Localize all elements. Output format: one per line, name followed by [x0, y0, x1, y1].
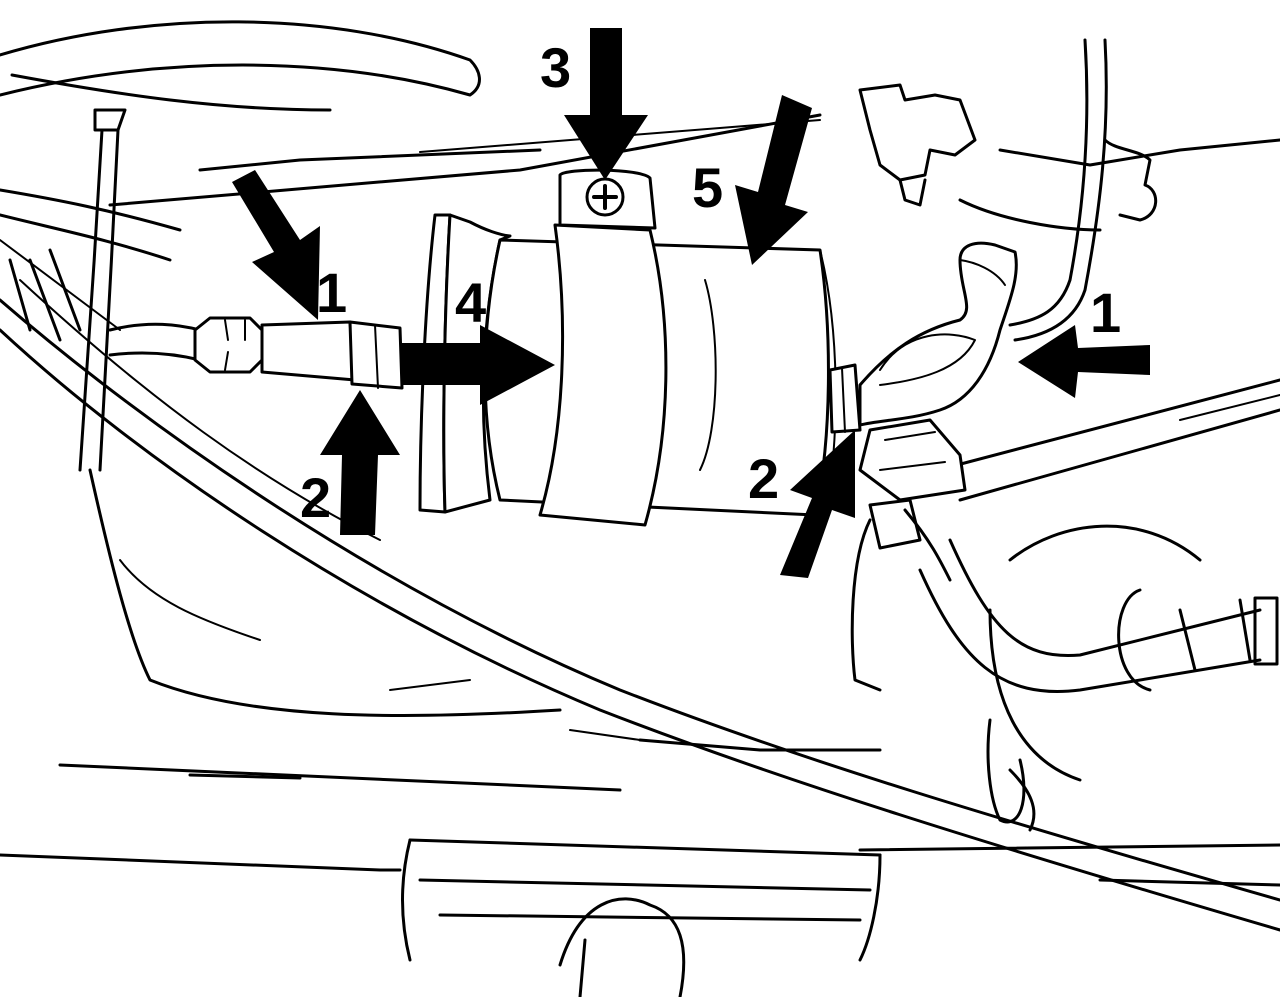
arrow-1-left — [232, 170, 320, 320]
fuel-filter — [418, 168, 862, 527]
arrow-5 — [735, 95, 812, 265]
callout-label-2-left: 2 — [300, 466, 331, 529]
callout-label-1-left: 1 — [316, 261, 347, 324]
arrow-4 — [402, 325, 555, 405]
arrow-2-right — [780, 430, 855, 578]
callout-label-2-right: 2 — [748, 447, 779, 510]
callout-label-4: 4 — [455, 271, 486, 334]
callout-arrows — [232, 28, 1150, 578]
callout-label-1-right: 1 — [1090, 281, 1121, 344]
callout-label-3: 3 — [540, 36, 571, 99]
arrow-1-right — [1018, 325, 1150, 398]
outlet-fuel-line — [858, 241, 1018, 582]
arrow-3 — [564, 28, 648, 180]
inlet-fuel-line — [108, 316, 404, 390]
arrow-2-left — [320, 390, 400, 535]
callout-labels: 1 1 2 2 3 4 5 — [300, 36, 1121, 529]
callout-label-5: 5 — [692, 156, 723, 219]
